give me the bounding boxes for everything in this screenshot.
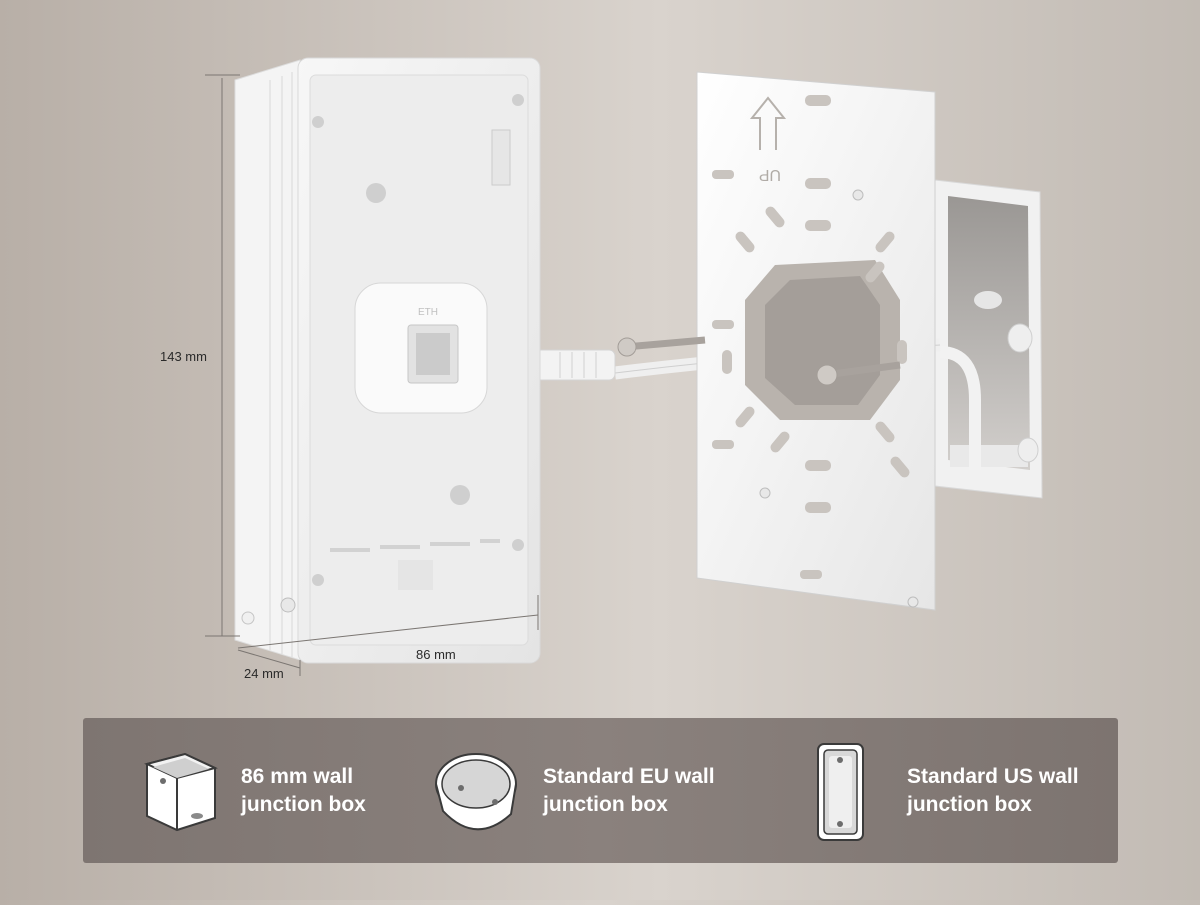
junction-box-86mm-label-line2: junction box [241,792,366,816]
dimension-lines [205,74,539,676]
junction-box-us-label-line2: junction box [907,792,1032,816]
screw [816,361,901,386]
width-dimension-label: 86 mm [416,647,456,662]
round-box-icon [435,752,517,830]
junction-box-eu-label-line2: junction box [543,792,668,816]
access-point-device: ETH [234,57,541,664]
port-label: ETH [418,307,438,318]
height-dimension-label: 143 mm [160,349,207,364]
depth-dimension-label: 24 mm [244,666,284,681]
square-box-icon [144,752,218,831]
junction-box-us-label-line1: Standard US wall [907,764,1079,788]
junction-box-us: Standard US wall junction box [793,718,1079,863]
junction-box-eu: Standard EU wall junction box [431,718,715,863]
screw [617,336,706,357]
mounting-plate: UP [617,71,936,611]
plate-up-mark: UP [759,166,781,183]
rectangular-box-icon [817,742,864,841]
wall-junction-box [934,179,1043,499]
junction-box-86mm: 86 mm wall junction box [135,718,366,863]
junction-box-86mm-label-line1: 86 mm wall [241,764,354,788]
junction-box-compatibility-panel: 86 mm wall junction box Standard EU wall… [83,718,1118,863]
junction-box-eu-label-line1: Standard EU wall [543,764,715,788]
